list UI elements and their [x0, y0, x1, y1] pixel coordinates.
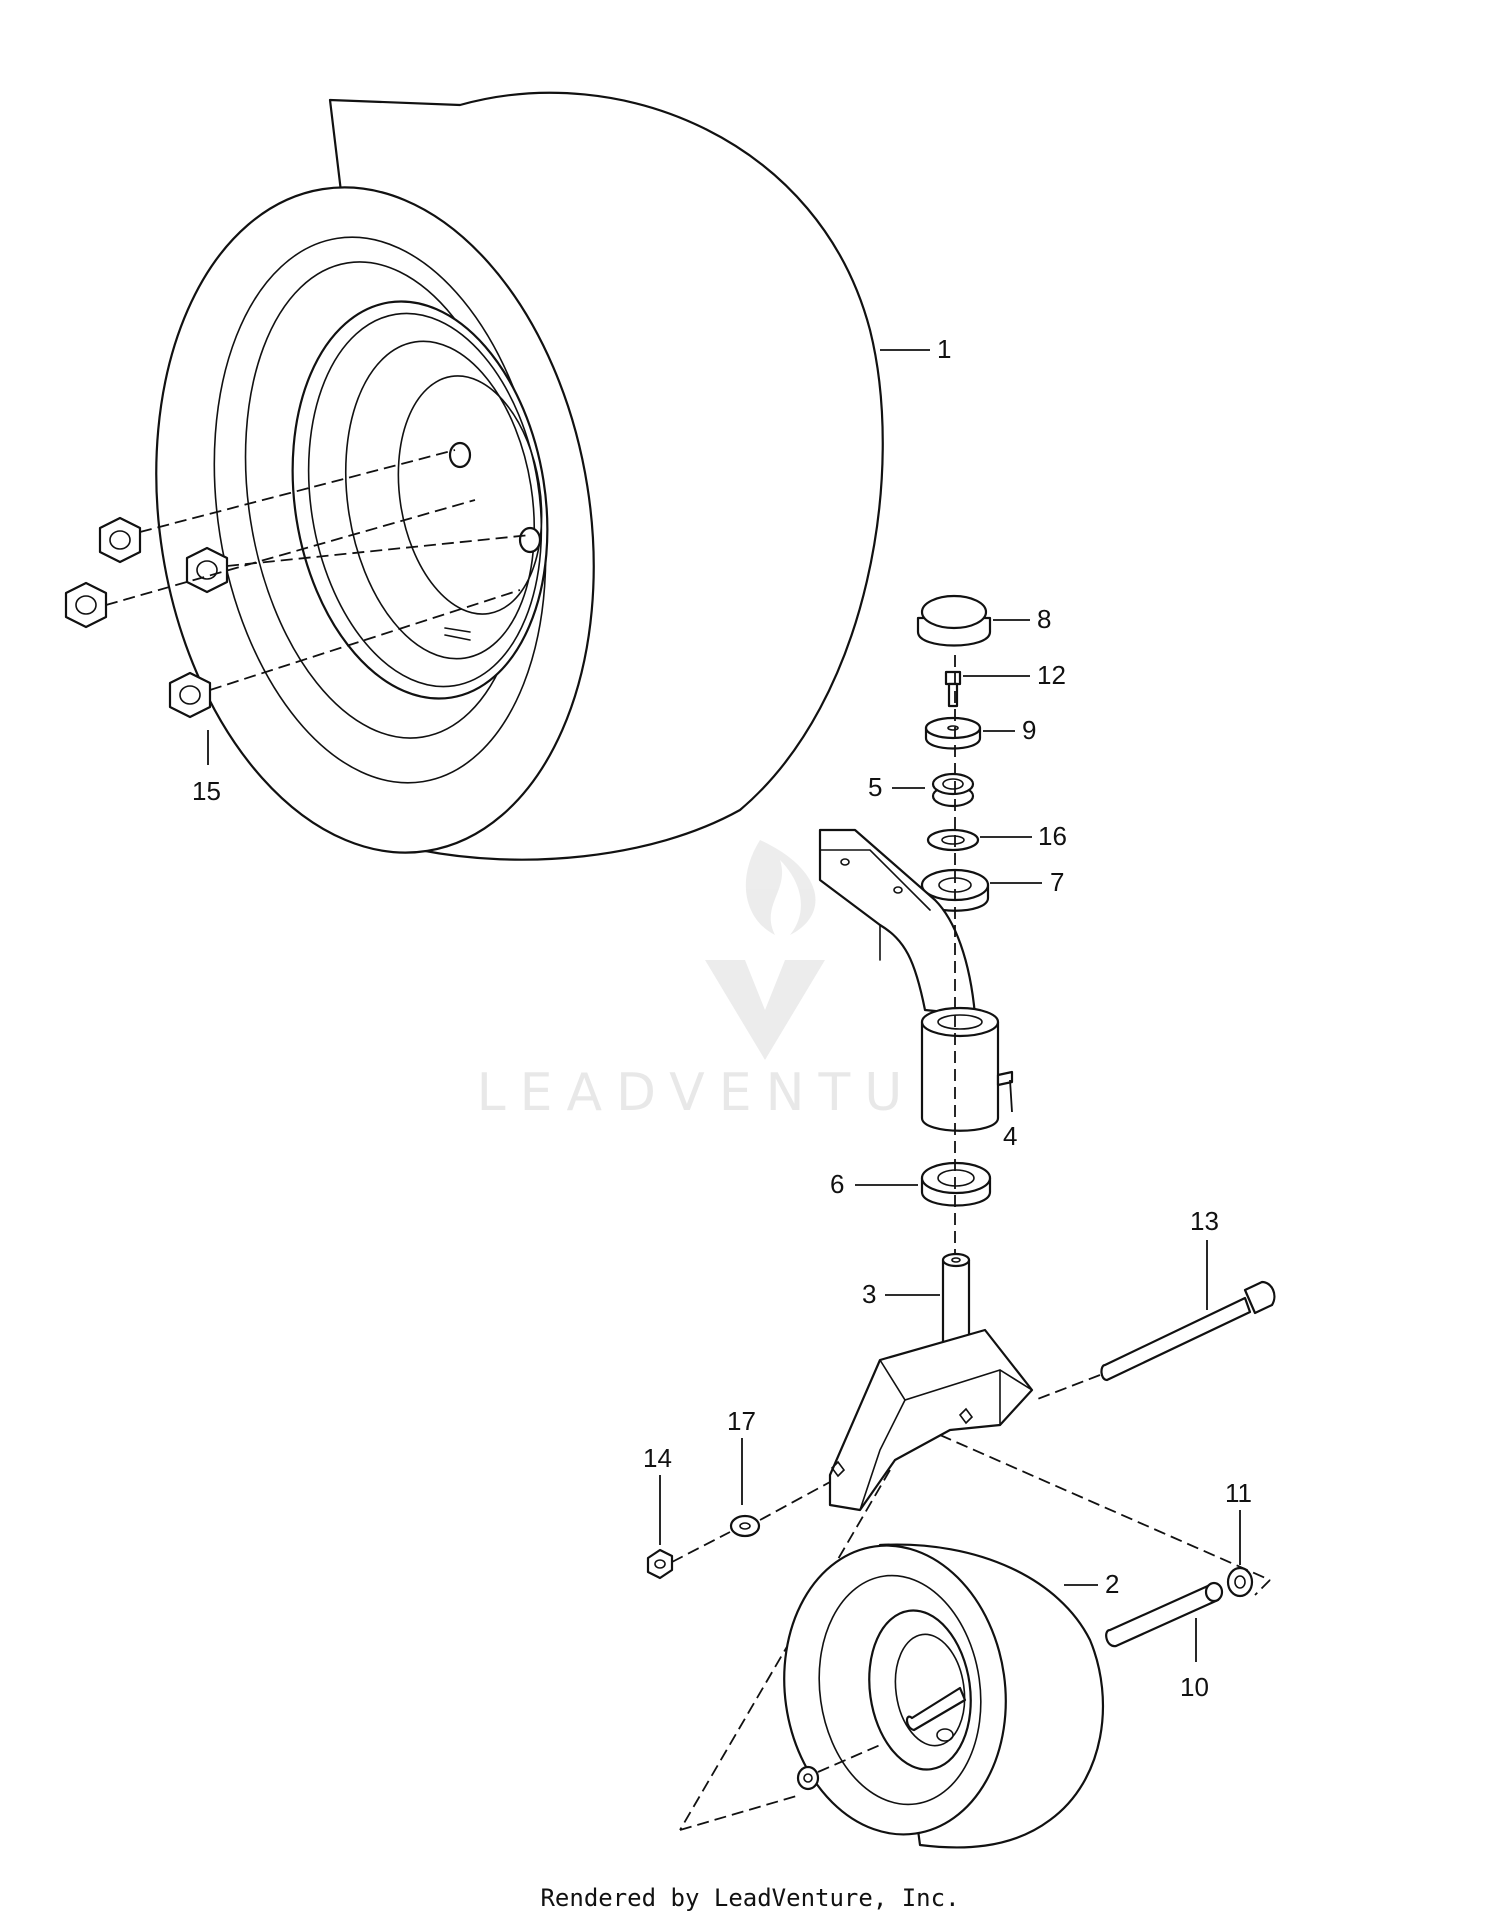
- wheel-spacer: [796, 1765, 820, 1791]
- lug-nuts: [64, 516, 229, 719]
- washer-16: [926, 828, 980, 852]
- callout-13: 13: [1190, 1206, 1219, 1236]
- callout-16: 16: [1038, 821, 1067, 851]
- callout-12: 12: [1037, 660, 1066, 690]
- caster-wheel: [783, 1543, 1105, 1849]
- frame-arm: [818, 828, 977, 1017]
- callout-7: 7: [1050, 867, 1064, 897]
- nut-14: [646, 1548, 674, 1580]
- callout-10: 10: [1180, 1672, 1209, 1702]
- caster-fork: [828, 1328, 1034, 1512]
- spacer-11: [1226, 1566, 1254, 1598]
- seal-5: [931, 772, 975, 808]
- large-tire: [155, 91, 884, 861]
- axle-tube: [1105, 1581, 1224, 1648]
- callout-9: 9: [1022, 715, 1036, 745]
- callout-6: 6: [830, 1169, 844, 1199]
- long-bolt: [1100, 1280, 1276, 1382]
- leadventure-watermark: LEADVENTURE: [477, 840, 1014, 1123]
- callout-labels: 1 8 12 9 5 16 7 4 6 3 13 17 14 15 2 11 1…: [192, 334, 1252, 1702]
- watermark-text: LEADVENTURE: [477, 1063, 1014, 1123]
- dust-cap: [916, 594, 992, 647]
- bearing-lower: [920, 1161, 992, 1207]
- spindle-tube: [920, 1006, 1000, 1132]
- small-bolt: [944, 670, 962, 708]
- callout-15: 15: [192, 776, 221, 806]
- washer-17: [729, 1514, 761, 1538]
- callout-14: 14: [643, 1443, 672, 1473]
- callout-3: 3: [862, 1279, 876, 1309]
- callout-5: 5: [868, 772, 882, 802]
- callout-4: 4: [1003, 1121, 1017, 1151]
- callout-17: 17: [727, 1406, 756, 1436]
- callout-2: 2: [1105, 1569, 1119, 1599]
- callout-11: 11: [1225, 1478, 1252, 1508]
- leader-lines: [207, 349, 1241, 1662]
- callout-1: 1: [937, 334, 951, 364]
- callout-8: 8: [1037, 604, 1051, 634]
- washer-9: [924, 716, 982, 750]
- grease-fitting: [996, 1070, 1014, 1087]
- render-credit: Rendered by LeadVenture, Inc.: [540, 1884, 960, 1912]
